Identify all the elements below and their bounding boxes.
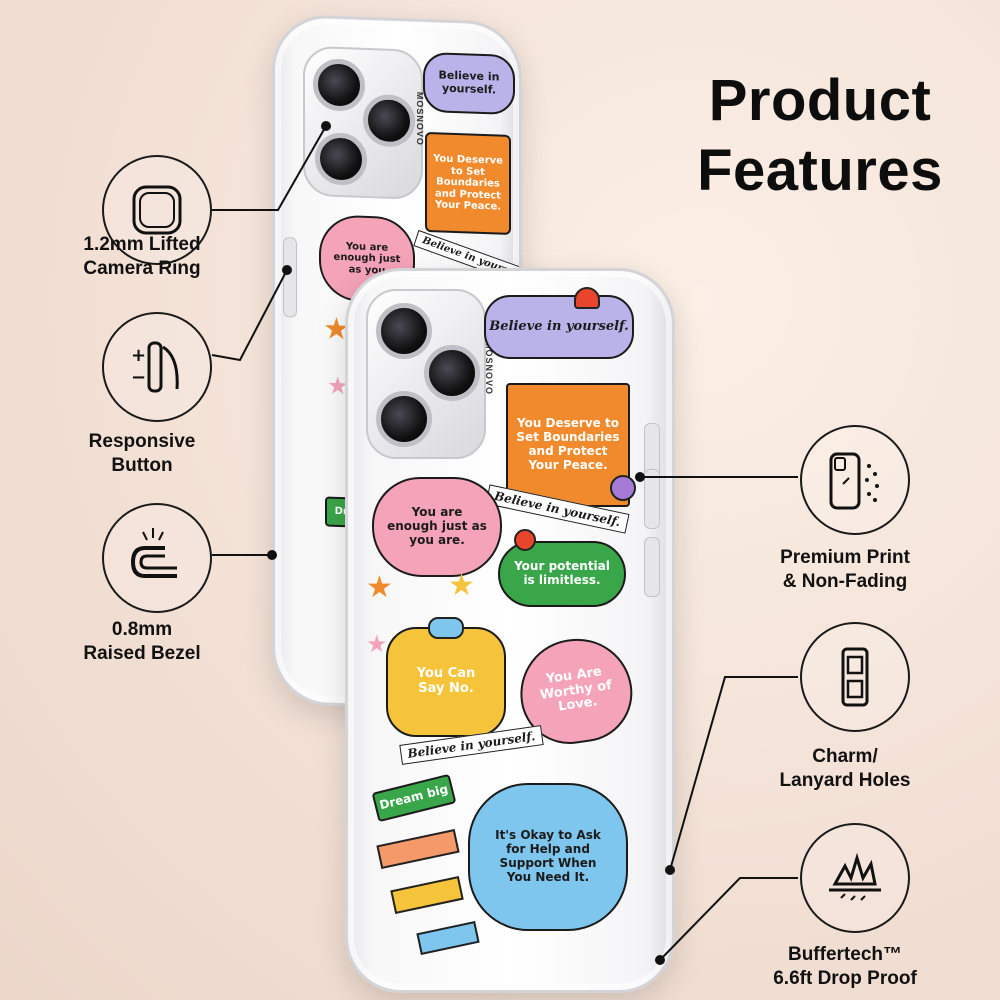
ribbon-sticker bbox=[390, 875, 464, 915]
plus-sign: + bbox=[131, 345, 146, 366]
feature-label-drop: Buffertech™ 6.6ft Drop Proof bbox=[773, 944, 917, 989]
side-button bbox=[283, 237, 297, 318]
sticker-say-no: You Can Say No. bbox=[386, 627, 506, 737]
sticker-believe-cloud: Believe in yourself. bbox=[423, 51, 515, 116]
sticker-boundaries: You Deserve to Set Boundaries and Protec… bbox=[425, 131, 511, 235]
premium-print-icon bbox=[800, 425, 910, 535]
phone-case-front-view: MOSNOVO Believe in yourself. You Deserve… bbox=[345, 268, 675, 993]
raised-bezel-icon bbox=[102, 503, 212, 613]
feature-label-button: Responsive Button bbox=[88, 431, 196, 476]
camera-lens bbox=[313, 58, 365, 112]
flower-sticker bbox=[610, 475, 636, 501]
sticker-cat: You are enough just as you are. bbox=[372, 477, 502, 577]
sticker-boundaries: You Deserve to Set Boundaries and Protec… bbox=[506, 383, 630, 507]
camera-lens bbox=[376, 391, 432, 447]
star-sticker: ★ bbox=[366, 631, 388, 658]
feature-label-bezel: 0.8mm Raised Bezel bbox=[83, 619, 201, 664]
sticker-dream: Dream big bbox=[371, 773, 457, 823]
side-button bbox=[644, 469, 660, 529]
sticker-believe-cloud: Believe in yourself. bbox=[484, 295, 634, 359]
sticker-potential: Your potential is limitless. bbox=[498, 541, 626, 607]
bow-sticker bbox=[428, 617, 464, 639]
feature-label-camera-ring: 1.2mm Lifted Camera Ring bbox=[83, 234, 201, 279]
sticker-okay: It's Okay to Ask for Help and Support Wh… bbox=[468, 783, 628, 931]
minus-sign: − bbox=[131, 367, 146, 388]
page-title: Product Features bbox=[640, 66, 1000, 206]
camera-ring-icon bbox=[102, 155, 212, 265]
star-sticker: ★ bbox=[366, 571, 393, 604]
brand-mark: MOSNOVO bbox=[415, 91, 425, 146]
apple-sticker bbox=[514, 529, 536, 551]
title-line-1: Product bbox=[708, 68, 932, 133]
mushroom-sticker bbox=[574, 287, 600, 309]
camera-block bbox=[303, 45, 423, 200]
ribbon-sticker bbox=[376, 828, 460, 870]
star-sticker: ★ bbox=[448, 569, 475, 602]
side-button bbox=[644, 537, 660, 597]
camera-lens bbox=[376, 303, 432, 359]
feature-label-lanyard: Charm/ Lanyard Holes bbox=[779, 746, 911, 791]
drop-proof-icon bbox=[800, 823, 910, 933]
feature-label-print: Premium Print & Non-Fading bbox=[780, 547, 910, 592]
title-line-2: Features bbox=[697, 138, 943, 203]
camera-lens bbox=[424, 345, 480, 401]
responsive-button-icon: + − bbox=[102, 312, 212, 422]
camera-block bbox=[366, 289, 486, 459]
lanyard-holes-icon bbox=[800, 622, 910, 732]
camera-lens bbox=[315, 132, 367, 186]
camera-lens bbox=[363, 93, 415, 148]
ribbon-sticker bbox=[416, 921, 480, 955]
